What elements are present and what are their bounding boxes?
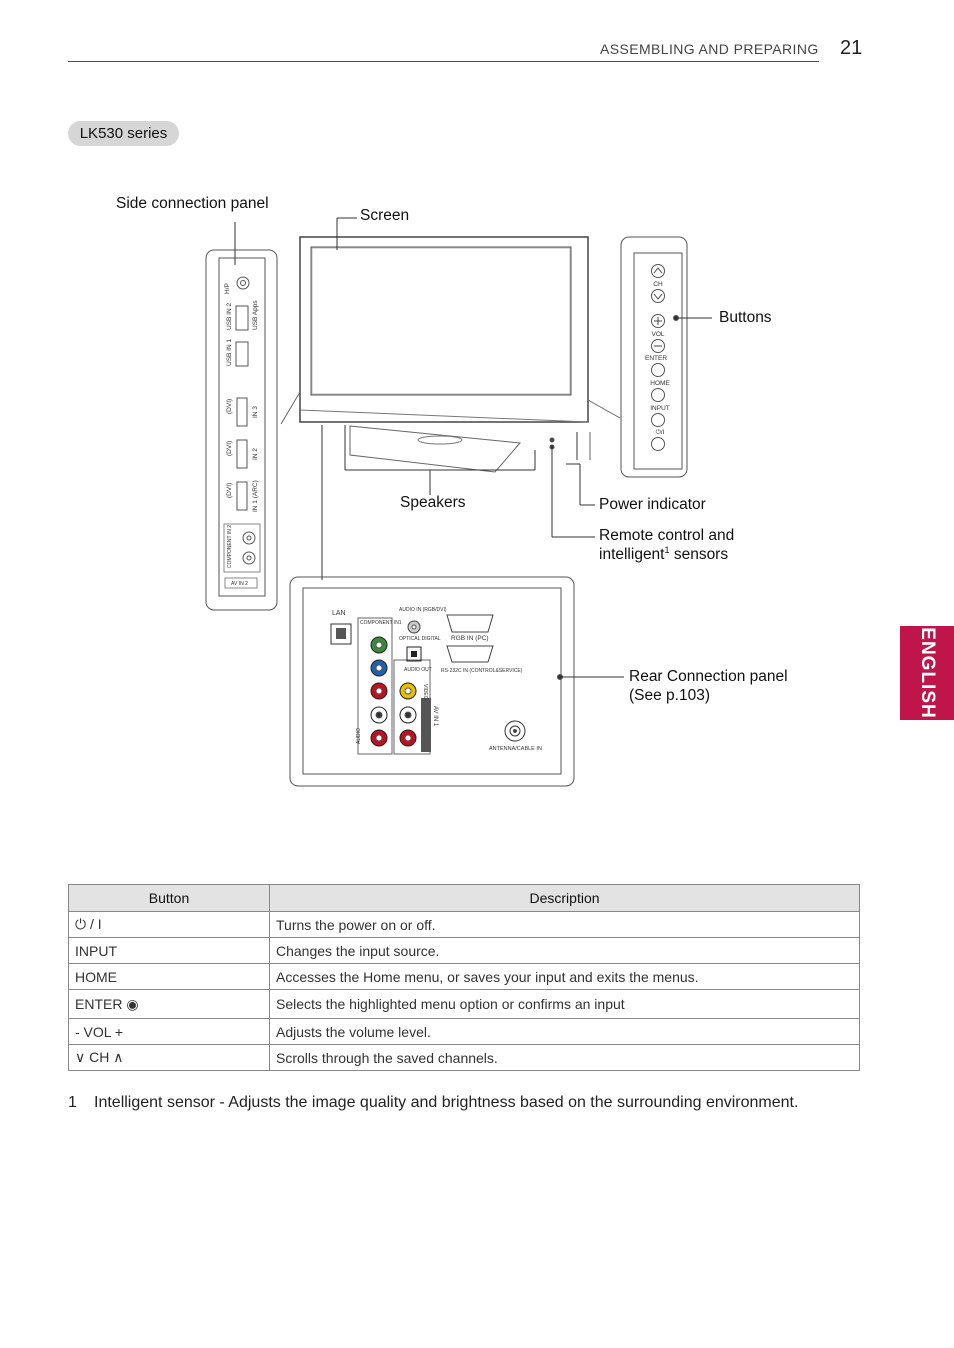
table-row: ENTER ◉ Selects the highlighted menu opt… [68,989,860,1019]
hdmi1-port [236,481,248,511]
av-in2-text: AV IN 2 [231,581,248,587]
usb2-text: USB IN 2 [226,303,233,330]
hdmi1-dvi-text: (DVI) [226,483,233,498]
table-header-button: Button [68,884,270,912]
footnote-text: Intelligent sensor - Adjusts the image q… [94,1094,799,1111]
hdmi3-port [236,397,248,427]
headphone-jack [236,276,250,290]
rs232-text: RS-232C IN (CONTROL&SERVICE) [441,668,523,674]
rear-panel-label-line1: Rear Connection panel [629,668,788,685]
rgb-in-text: RGB IN (PC) [451,635,489,642]
header-divider [68,61,819,62]
table-cell-description: Accesses the Home menu, or saves your in… [269,963,860,990]
screen-label: Screen [360,207,410,224]
side-panel-frame [205,249,278,611]
section-title: ASSEMBLING AND PREPARING [600,41,819,57]
table-cell-description: Selects the highlighted menu option or c… [269,989,860,1019]
remote-sensor-label-line2: intelligent1 sensors [599,545,728,564]
speakers-label: Speakers [400,494,466,511]
audio-text: AUDIO [356,728,362,744]
home-text: HOME [650,380,670,387]
av-in1-text: AV IN 1 [432,706,438,727]
hdmi2-dvi-text: (DVI) [226,441,233,456]
vol-text: VOL [651,331,664,338]
side-panel-label: Side connection panel [116,195,269,212]
audio-out-text: AUDIO OUT [404,667,432,673]
table-cell-description: Scrolls through the saved channels. [269,1044,860,1071]
vol-down-icon [651,339,665,353]
in2-text: IN 2 [252,448,259,460]
table-row: HOME Accesses the Home menu, or saves yo… [68,963,860,990]
table-cell-button: INPUT [68,937,270,964]
table-cell-description: Turns the power on or off. [269,911,860,938]
enter-icon [651,363,665,377]
table-row: ∨ CH ∧ Scrolls through the saved channel… [68,1044,860,1071]
vol-up-icon [651,314,665,328]
table-cell-button: - VOL + [68,1018,270,1045]
hdmi3-dvi-text: (DVI) [226,399,233,414]
buttons-panel-frame [620,236,688,478]
audio-in-rgb-text: AUDIO IN (RGB/DVI) [399,607,447,613]
ch-down-icon [651,289,665,303]
side-panel-inner [218,257,266,597]
language-tab: ENGLISH [900,626,954,720]
table-header-row: Button Description [68,884,860,912]
table-cell-description: Changes the input source. [269,937,860,964]
remote-sensor-text: intelligent [599,546,665,564]
rear-panel-frame [289,576,575,787]
in3-text: IN 3 [252,406,259,418]
input-icon [651,413,665,427]
tv-diagram: H/P USB IN 2 USB Apps USB IN 1 (DVI) IN … [205,217,712,787]
table-row: - VOL + Adjusts the volume level. [68,1018,860,1045]
buttons-panel-inner [633,252,683,470]
footnote: 1 Intelligent sensor - Adjusts the image … [68,1094,798,1112]
power-text: ⏻/I [656,429,665,436]
component-in1-text: COMPONENT IN1 [360,620,402,626]
remote-sensor-text-end: sensors [669,546,729,564]
ch-text: CH [653,281,663,288]
power-indicator-label: Power indicator [599,496,706,513]
table-cell-description: Adjusts the volume level. [269,1018,860,1045]
usb-apps-text: USB Apps [252,300,259,330]
button-description-table: Button Description ⏻ / I Turns the power… [68,884,860,1071]
tv-screen-bezel [310,246,572,396]
table-row: ⏻ / I Turns the power on or off. [68,911,860,938]
table-cell-button: ENTER ◉ [68,989,270,1019]
rear-panel-inner [302,587,562,775]
page-number: 21 [840,37,863,59]
footnote-number: 1 [68,1094,77,1111]
hp-port-text: H/P [224,283,231,294]
power-icon [651,437,665,451]
tv-frame [299,236,589,423]
table-header-description: Description [269,884,860,912]
table-cell-button: HOME [68,963,270,990]
video-text: VIDEO [422,684,428,700]
component-in2-text: COMPONENT IN 2 [227,525,233,568]
table-row: INPUT Changes the input source. [68,937,860,964]
antenna-text: ANTENNA/CABLE IN [489,746,542,752]
optical-text: OPTICAL DIGITAL [399,636,441,642]
ch-up-icon [651,264,665,278]
table-cell-button: ⏻ / I [68,911,270,938]
usb1-port [235,341,249,367]
in1-text: IN 1 (ARC) [252,480,259,512]
usb1-text: USB IN 1 [226,339,233,366]
home-icon [651,388,665,402]
buttons-label: Buttons [719,309,772,326]
table-cell-button: ∨ CH ∧ [68,1044,270,1071]
rear-panel-label-line2: (See p.103) [629,687,710,704]
series-badge: LK530 series [68,121,179,146]
lan-text: LAN [332,610,346,617]
enter-text: ENTER [645,355,667,362]
remote-sensor-label-line1: Remote control and [599,527,735,544]
input-text: INPUT [650,405,670,412]
footnote-marker: 1 [664,545,670,555]
tv-screen [311,247,571,395]
hdmi2-port [236,439,248,469]
usb2-port [235,305,249,331]
